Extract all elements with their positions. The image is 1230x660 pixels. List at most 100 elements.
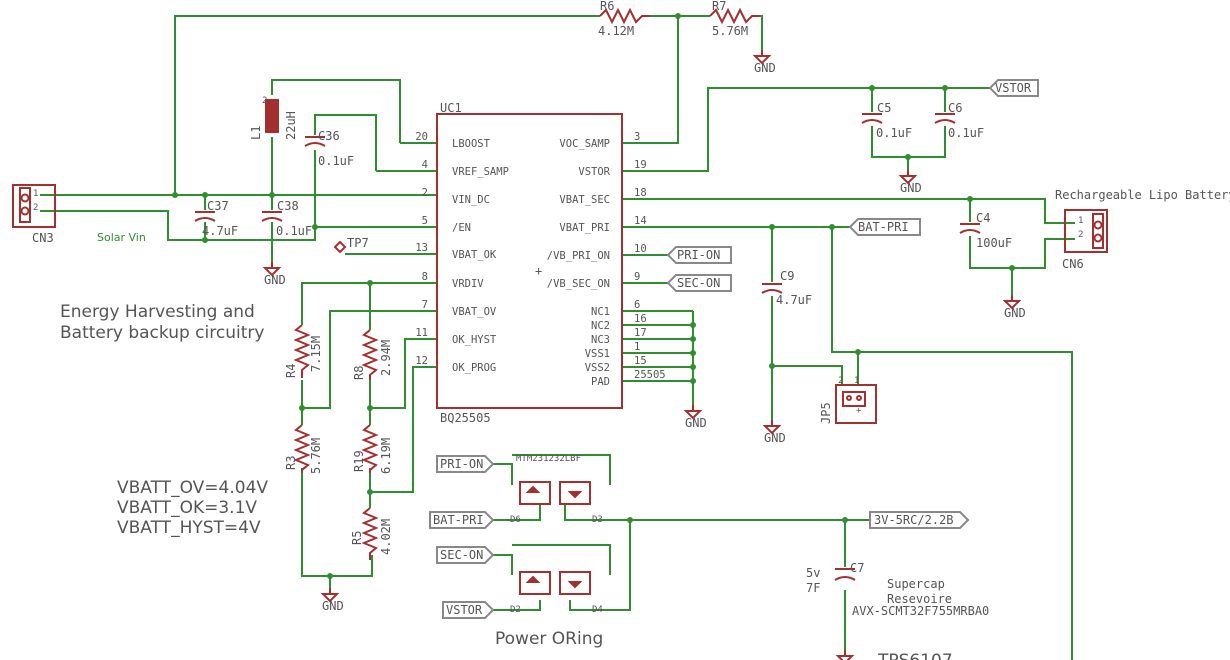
r19-value: 6.19M [379, 438, 393, 474]
r8-value: 2.94M [379, 340, 393, 376]
gnd-icon: GND [762, 420, 786, 445]
gnd-label: GND [264, 273, 286, 287]
resistor-r3: R3 5.76M [284, 424, 323, 474]
r3-ref: R3 [284, 456, 298, 470]
gnd-icon: GND [835, 650, 855, 660]
svg-text:MTM231232LBF: MTM231232LBF [516, 454, 581, 464]
vbatt-hyst-label: VBATT_HYST=4V [117, 518, 261, 538]
gnd-label: GND [685, 416, 707, 430]
svg-text:5v: 5v [806, 566, 820, 580]
r5-ref: R5 [350, 531, 364, 545]
r4-value: 7.15M [309, 336, 323, 372]
title-line-2: Battery backup circuitry [60, 323, 264, 343]
resistor-r8: R8 2.94M [352, 329, 393, 380]
capacitor-c5: C5 0.1uF [861, 101, 912, 140]
ic-pin-number: 5 [422, 215, 428, 227]
net-label-sec-on: SEC-ON [666, 274, 732, 292]
resistor-r19: R19 6.19M [352, 424, 393, 474]
ic-pin-name: VSTOR [578, 166, 610, 178]
svg-text:PRI-ON: PRI-ON [440, 457, 483, 471]
svg-text:JP5: JP5 [819, 402, 833, 424]
svg-text:C5: C5 [877, 101, 891, 115]
capacitor-c36: C36 0.1uF [304, 129, 354, 168]
inductor-l1: 2 L1 22uH [249, 96, 298, 140]
net-label-vstor-in: VSTOR [442, 601, 495, 619]
svg-text:Supercap: Supercap [887, 577, 945, 591]
svg-text:0.1uF: 0.1uF [318, 154, 354, 168]
ic-bq25505: UC1 BQ25505 + 20LBOOST4VREF_SAMP2VIN_DC5… [415, 101, 665, 425]
ic-pin-number: 19 [634, 159, 647, 171]
svg-text:2: 2 [1078, 230, 1083, 240]
resistor-r6: R6 4.12M [598, 0, 650, 38]
ic-pin-name: NC2 [591, 320, 610, 332]
net-label-output: 3V-5RC/2.2B [869, 511, 970, 529]
ic-pin-name: VBAT_OK [452, 249, 497, 261]
ic-pin-name: VBAT_SEC [559, 194, 610, 206]
r3-value: 5.76M [309, 438, 323, 474]
capacitor-c37: C37 4.7uF [194, 199, 238, 238]
svg-text:D3: D3 [592, 515, 603, 525]
r4-ref: R4 [284, 364, 298, 378]
ic-pin-name: OK_HYST [452, 334, 497, 346]
ic-pin-number: 25505 [634, 369, 666, 381]
net-label-bat-pri-in: BAT-PRI [429, 511, 495, 529]
ic-pin-name: PAD [591, 376, 610, 388]
ic-pin-number: 2 [422, 187, 428, 199]
testpoint-tp7: TP7 [333, 236, 369, 254]
ic-pin-number: 10 [634, 243, 647, 255]
ic-pin-name: VSS1 [585, 348, 610, 360]
ic-pin-number: 17 [634, 327, 647, 339]
capacitor-c4: C4 100uF [959, 211, 1012, 250]
svg-text:2: 2 [33, 203, 38, 213]
ic-pin-number: 13 [415, 242, 428, 254]
gnd-icon: GND [262, 262, 286, 287]
capacitor-c7: C7 5v 7F Supercap Resevoire AVX-SCMT32F7… [806, 561, 989, 618]
gnd-icon: GND [683, 405, 707, 430]
svg-text:D6: D6 [510, 515, 521, 525]
svg-text:D2: D2 [510, 605, 521, 615]
svg-text:C4: C4 [976, 211, 990, 225]
resistor-r5: R5 4.02M [350, 507, 393, 560]
resistor-r7: R7 5.76M [709, 0, 760, 38]
gnd-icon: GND [1002, 295, 1026, 320]
net-label-pri-on-in: PRI-ON [436, 455, 495, 473]
svg-text:0.1uF: 0.1uF [276, 224, 312, 238]
gnd-icon: GND [752, 50, 776, 75]
jumper-jp5: + 2 1 JP5 [819, 376, 877, 424]
ic-pin-number: 12 [415, 355, 428, 367]
net-label-bat-pri: BAT-PRI [848, 218, 921, 236]
svg-text:C9: C9 [780, 269, 794, 283]
ic-pin-name: VOC_SAMP [559, 138, 610, 150]
ic-pin-name: VIN_DC [452, 194, 490, 206]
net-label-vstor-top: VSTOR [988, 79, 1039, 97]
svg-text:PRI-ON: PRI-ON [677, 248, 720, 262]
junctions [172, 13, 1015, 579]
r7-value: 5.76M [712, 24, 748, 38]
vbatt-ov-label: VBATT_OV=4.04V [117, 478, 268, 498]
ic-pin-number: 1 [634, 341, 640, 353]
svg-text:SEC-ON: SEC-ON [677, 276, 720, 290]
ic-part: BQ25505 [440, 411, 491, 425]
vbatt-ok-label: VBATT_OK=3.1V [117, 498, 257, 518]
ic-pin-number: 15 [634, 355, 647, 367]
ic-pin-number: 18 [634, 187, 647, 199]
mosfet-pri: MTM231232LBF D6 D3 [510, 454, 603, 525]
svg-text:TP7: TP7 [347, 236, 369, 250]
net-label-sec-on-in: SEC-ON [436, 546, 495, 564]
svg-text:1: 1 [1078, 216, 1083, 226]
r5-value: 4.02M [379, 519, 393, 555]
svg-text:C6: C6 [948, 101, 962, 115]
title-line-1: Energy Harvesting and [60, 302, 255, 322]
svg-text:7F: 7F [806, 581, 820, 595]
svg-text:AVX-SCMT32F755MRBA0: AVX-SCMT32F755MRBA0 [852, 604, 989, 618]
svg-text:1: 1 [854, 376, 859, 386]
l1-value: 22uH [284, 111, 298, 140]
svg-text:0.1uF: 0.1uF [876, 126, 912, 140]
capacitor-c38: C38 0.1uF [261, 199, 312, 238]
ic-pin-number: 16 [634, 313, 647, 325]
ic-pin-name: /EN [452, 222, 471, 234]
svg-text:100uF: 100uF [976, 236, 1012, 250]
ic-pin-name: NC3 [591, 334, 610, 346]
svg-text:+: + [856, 406, 862, 416]
